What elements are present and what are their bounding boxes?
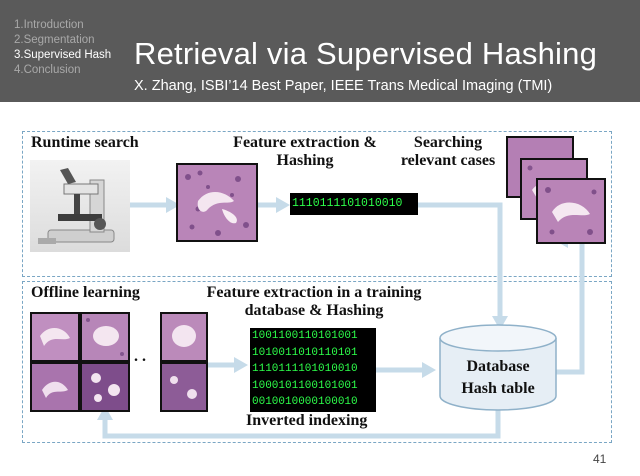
section-nav: 1.Introduction 2.Segmentation 3.Supervis…: [14, 18, 111, 78]
slide-subtitle: X. Zhang, ISBI’14 Best Paper, IEEE Trans…: [134, 78, 553, 94]
arrow-inverted-indexing: [102, 410, 501, 439]
training-hash-code-row: 1001100110101001: [252, 330, 358, 342]
arrow-database-to-results: [556, 237, 585, 375]
training-hash-code-row: 1110111101010010: [252, 363, 358, 376]
training-label: Feature extraction in a training databas…: [188, 284, 440, 320]
training-label-line1: Feature extraction in a training: [206, 284, 422, 301]
database-label: Database Hash table: [438, 356, 558, 400]
nav-item-conclusion[interactable]: 4.Conclusion: [14, 64, 81, 76]
training-tissue-image-5: [160, 312, 208, 362]
training-tissue-image-3: [30, 362, 80, 412]
nav-item-introduction[interactable]: 1.Introduction: [14, 19, 84, 31]
ellipsis-text: . .: [134, 348, 146, 365]
page-number: 41: [593, 452, 607, 466]
feature-hashing-label-line1: Feature extraction &: [233, 134, 377, 151]
feature-hashing-label-line2: Hashing: [276, 152, 334, 169]
training-hash-code-row: 1010011010110101: [252, 346, 358, 359]
inverted-indexing-label: Inverted indexing: [246, 412, 368, 429]
result-tissue-image-3: [536, 178, 606, 244]
slide-title: Retrieval via Supervised Hashing: [134, 36, 598, 71]
microscope-image: [30, 160, 130, 252]
training-label-line2: database & Hashing: [244, 302, 384, 319]
query-hash-code: 1110111101010010: [290, 193, 418, 215]
offline-learning-panel: [22, 281, 612, 443]
query-tissue-image: [176, 163, 258, 242]
searching-label: Searching relevant cases: [393, 134, 503, 170]
training-tissue-image-1: [30, 312, 80, 362]
database-cylinder-icon: [439, 324, 557, 411]
runtime-search-label: Runtime search: [31, 134, 139, 151]
searching-label-line2: relevant cases: [400, 152, 496, 169]
slide-header: 1.Introduction 2.Segmentation 3.Supervis…: [0, 0, 640, 102]
training-tissue-image-4: [80, 362, 130, 412]
offline-learning-label: Offline learning: [31, 284, 140, 301]
query-hash-code-text: 1110111101010010: [292, 197, 403, 210]
searching-label-line1: Searching: [413, 134, 483, 151]
training-hash-code-row: 1000101100101001: [252, 379, 358, 392]
database-label-line2: Hash table: [461, 380, 535, 397]
nav-item-segmentation[interactable]: 2.Segmentation: [14, 34, 95, 46]
feature-hashing-label: Feature extraction & Hashing: [222, 134, 388, 170]
training-tissue-image-2: [80, 312, 130, 362]
database-label-line1: Database: [466, 358, 530, 375]
training-tissue-image-6: [160, 362, 208, 412]
training-hash-codes: 1001100110101001 1010011010110101 111011…: [250, 328, 376, 412]
nav-item-supervised-hash[interactable]: 3.Supervised Hash: [14, 49, 112, 61]
arrow-code-to-database: [418, 202, 503, 318]
training-hash-code-row: 0010010000100010: [252, 396, 358, 409]
runtime-search-panel: [22, 131, 612, 277]
